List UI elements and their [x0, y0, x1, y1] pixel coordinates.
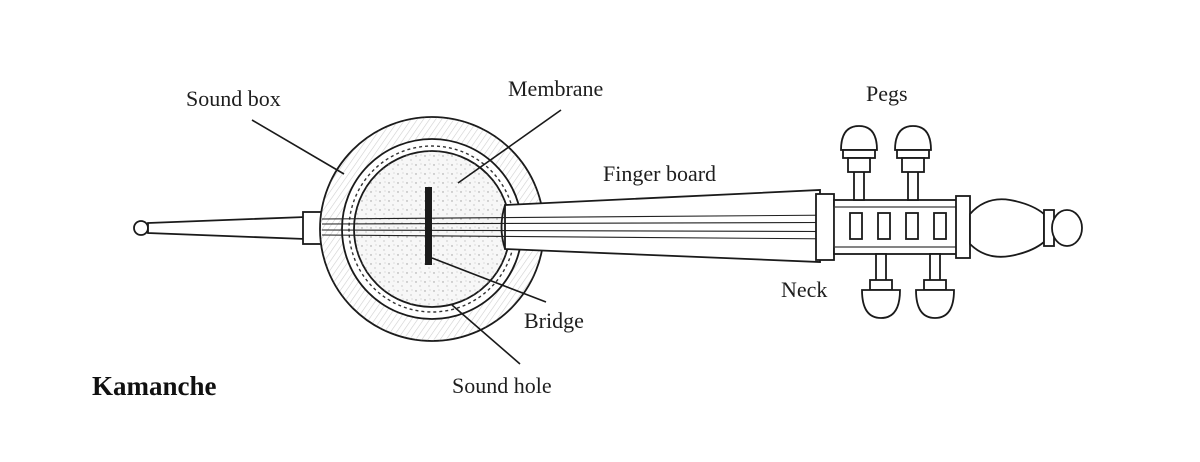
label-pegs: Pegs	[866, 81, 908, 106]
label-neck: Neck	[781, 277, 827, 302]
label-finger-board: Finger board	[603, 161, 716, 186]
neck	[815, 193, 971, 261]
label-bridge: Bridge	[524, 308, 584, 333]
label-membrane: Membrane	[508, 76, 603, 101]
finial	[969, 198, 1083, 258]
diagram-title: Kamanche	[92, 371, 217, 401]
bridge	[425, 187, 432, 265]
spike	[133, 211, 326, 245]
leader-lines	[251, 109, 562, 365]
label-sound-box: Sound box	[186, 86, 281, 111]
pegs	[840, 125, 955, 319]
finger-board	[500, 189, 821, 263]
label-sound-hole: Sound hole	[452, 373, 552, 398]
